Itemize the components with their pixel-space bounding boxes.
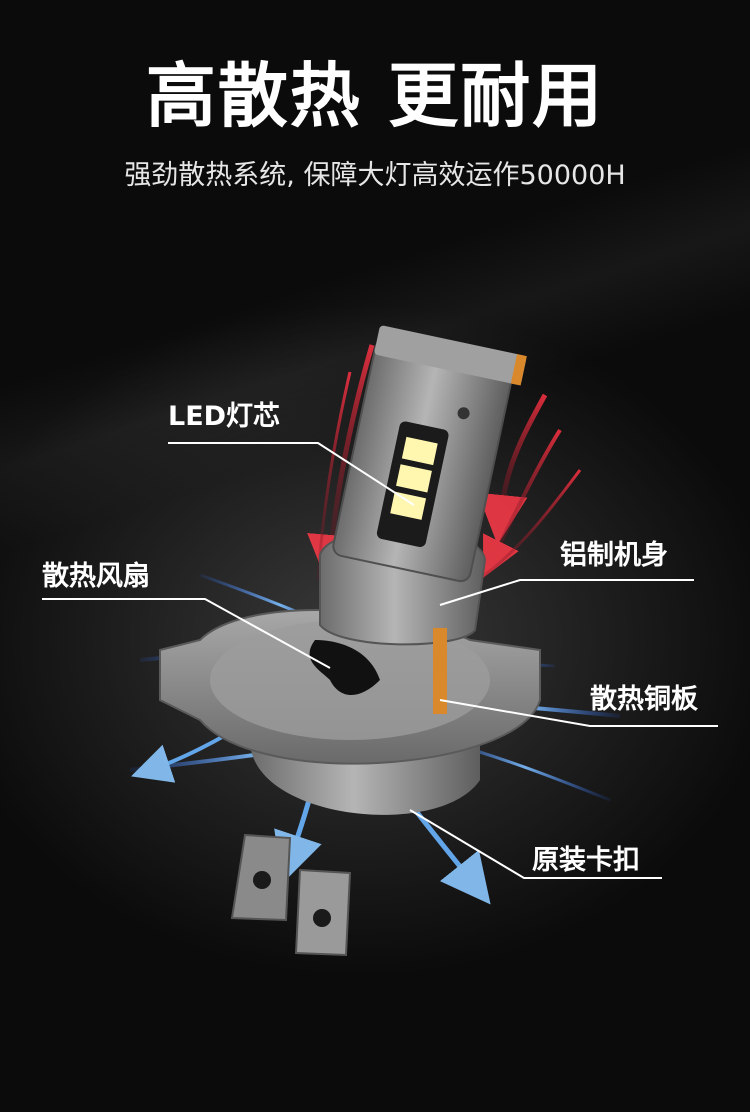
led-chip-3 (390, 491, 427, 520)
label-led-chip: LED灯芯 (168, 401, 281, 432)
led-chip-2 (396, 464, 432, 493)
subheadline: 强劲散热系统, 保障大灯高效运作50000H (124, 160, 626, 191)
bulb-terminals (230, 833, 352, 957)
copper-plate (433, 628, 447, 714)
label-original-clip: 原装卡扣 (532, 845, 640, 876)
label-aluminum-body: 铝制机身 (560, 540, 668, 571)
led-chip-1 (401, 436, 438, 466)
label-copper-plate: 散热铜板 (590, 684, 698, 715)
callout-lines (42, 442, 718, 879)
headline: 高散热 更耐用 (145, 55, 605, 137)
aluminum-body (332, 325, 527, 583)
label-cooling-fan: 散热风扇 (42, 561, 150, 592)
